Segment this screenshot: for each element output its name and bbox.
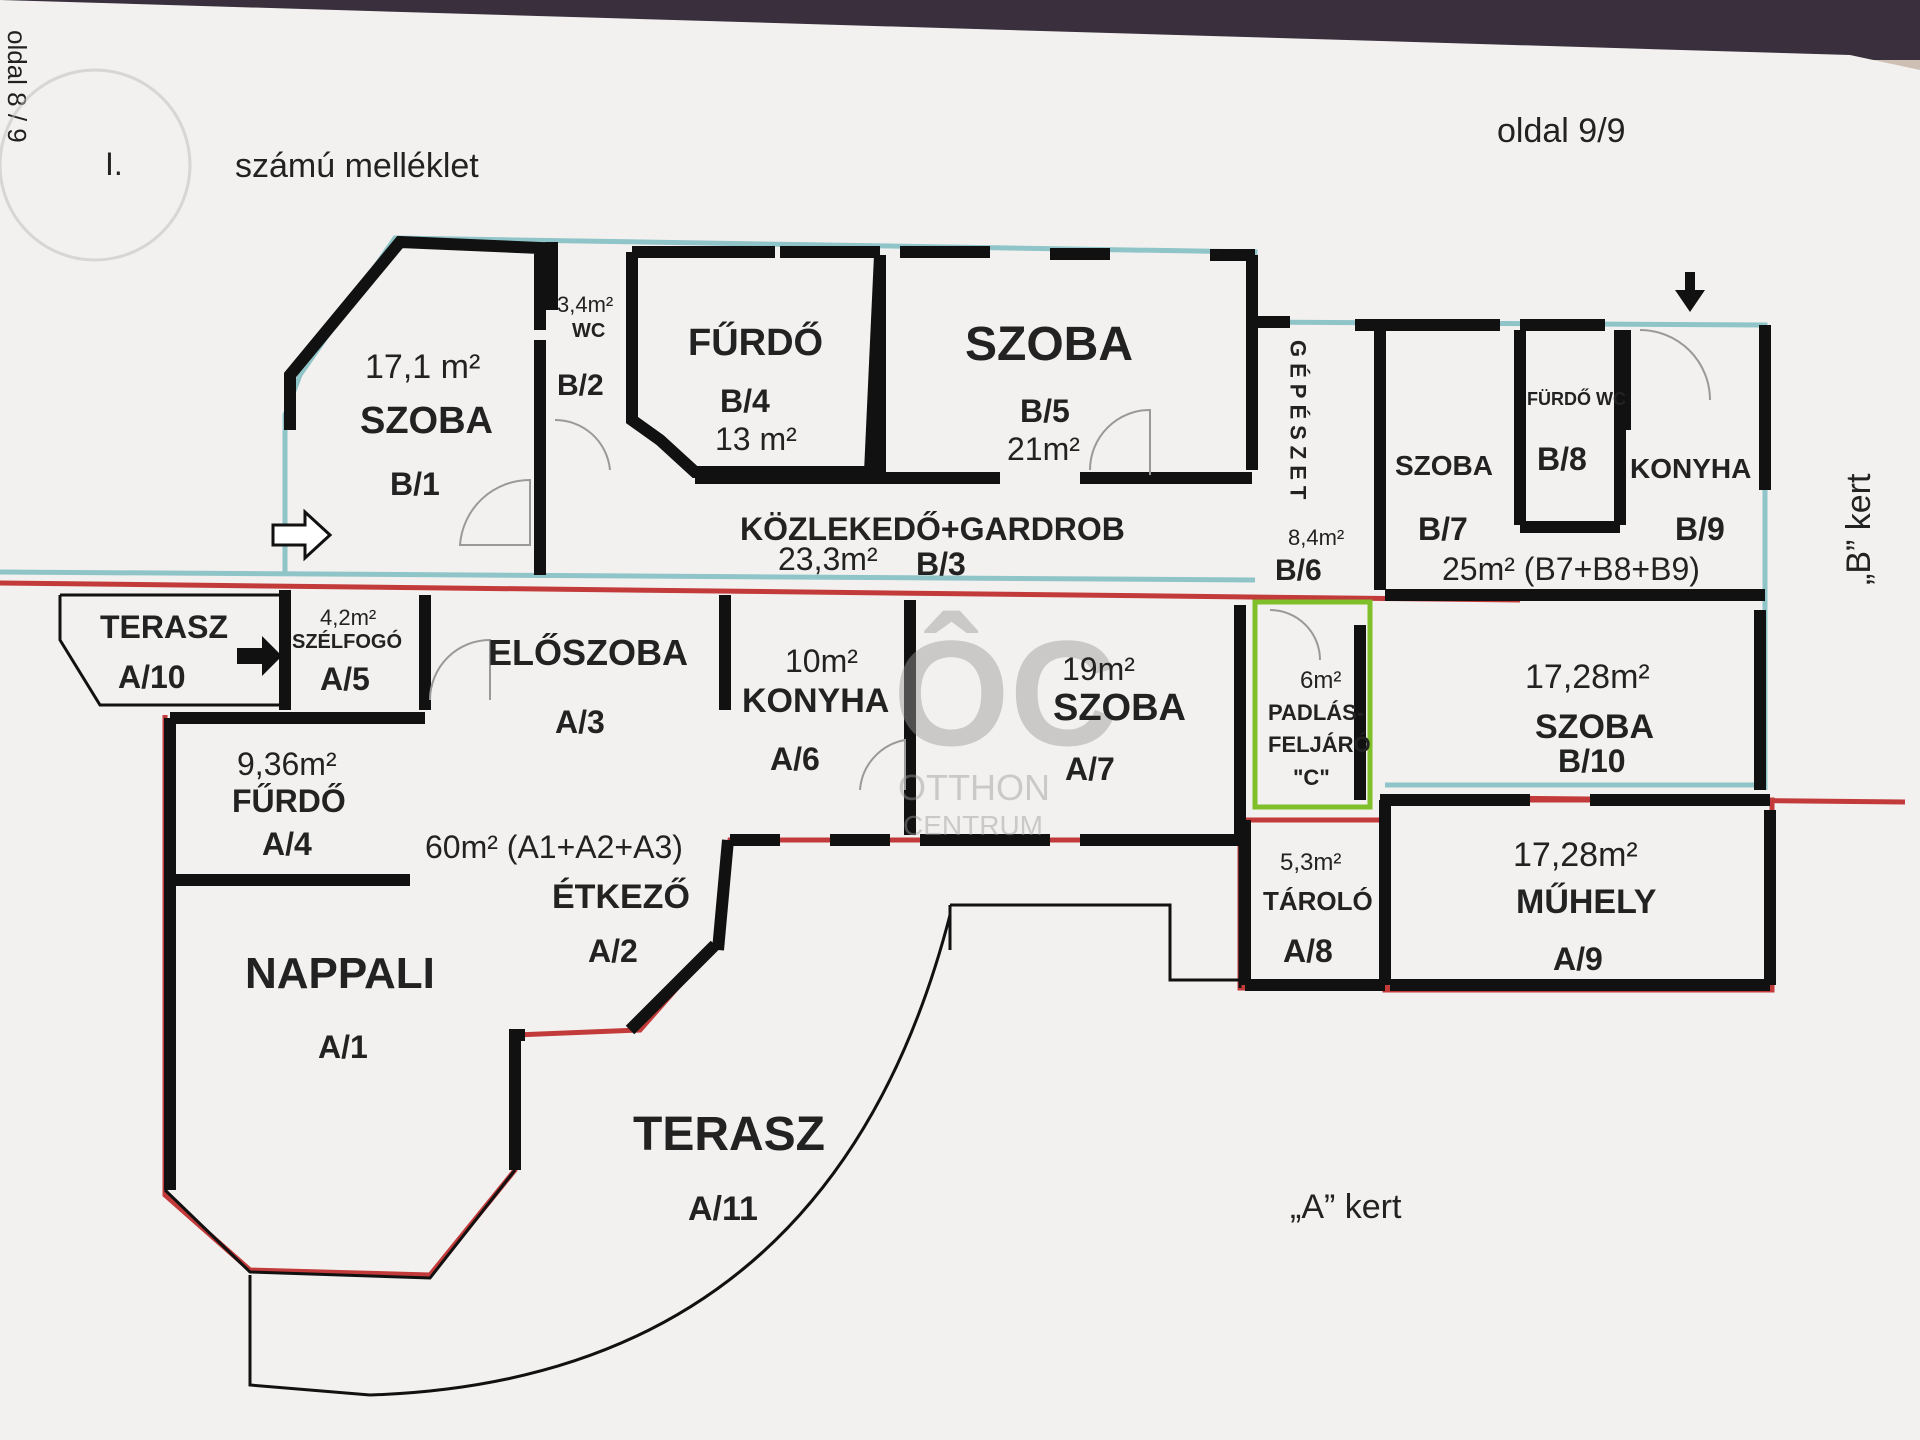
room-b9-code: B/9	[1675, 511, 1725, 547]
room-b6-area: 8,4m²	[1288, 525, 1344, 550]
stamp-circle	[0, 68, 192, 262]
watermark-logo: ÔC	[893, 609, 1118, 777]
room-a8-area: 5,3m²	[1280, 849, 1341, 876]
room-a1-name: NAPPALI	[245, 949, 435, 998]
room-b8-code: B/8	[1537, 441, 1587, 477]
annex-number: I.	[105, 146, 123, 182]
room-b1-code: B/1	[390, 466, 440, 502]
walls-a-building	[164, 590, 1776, 1190]
room-c-name2: FELJÁRÓ	[1268, 732, 1371, 757]
watermark-line1: OTTHON	[898, 767, 1050, 808]
side-page-note: oldal 8 / 9	[2, 30, 32, 143]
room-b3-area: 23,3m²	[778, 541, 878, 577]
page-number: oldal 9/9	[1497, 112, 1626, 150]
room-a4-name: FŰRDŐ	[232, 783, 346, 819]
room-b4-code: B/4	[720, 383, 770, 419]
room-b3-name: KÖZLEKEDŐ+GARDROB	[740, 511, 1125, 547]
room-a5-code: A/5	[320, 661, 370, 697]
room-b1-name: SZOBA	[360, 400, 493, 442]
annex-label: számú melléklet	[235, 147, 479, 185]
room-b2-code: B/2	[557, 369, 604, 402]
room-a8-name: TÁROLÓ	[1263, 886, 1373, 916]
room-a11-name: TERASZ	[633, 1108, 825, 1161]
room-b9-name: KONYHA	[1630, 453, 1751, 484]
room-b10-area: 17,28m²	[1525, 658, 1650, 696]
room-a4-area: 9,36m²	[237, 746, 337, 782]
room-a6-code: A/6	[770, 741, 820, 777]
room-b1-area: 17,1 m²	[365, 348, 480, 386]
room-b4-area: 13 m²	[715, 421, 797, 457]
room-a10-code: A/10	[118, 659, 186, 695]
room-a9-area: 17,28m²	[1513, 836, 1638, 874]
room-a6-area: 10m²	[785, 643, 858, 679]
room-b10-code: B/10	[1558, 743, 1626, 779]
room-a5-name: SZÉLFOGÓ	[292, 629, 402, 653]
room-b6-code: B/6	[1275, 554, 1322, 587]
room-b2-area: 3,4m²	[557, 292, 613, 317]
room-a5-area: 4,2m²	[320, 605, 376, 630]
room-b2-name: WC	[572, 320, 605, 342]
room-b7-code: B/7	[1418, 511, 1468, 547]
room-a7-name: SZOBA	[1053, 687, 1186, 729]
thin-walls	[58, 593, 1245, 1397]
room-c-name1: PADLÁS-	[1268, 700, 1364, 725]
watermark-line2: CENTRUM	[903, 810, 1043, 841]
room-a9-code: A/9	[1553, 941, 1603, 977]
c-room-outline	[1252, 599, 1373, 810]
room-c-area: 6m²	[1300, 667, 1341, 694]
room-a3-code: A/3	[555, 704, 605, 740]
room-a10-name: TERASZ	[100, 609, 228, 645]
garden-a-label: „A” kert	[1290, 1188, 1402, 1226]
room-b5-code: B/5	[1020, 393, 1070, 429]
room-a6-name: KONYHA	[742, 682, 889, 720]
walls-b-building	[284, 235, 1771, 790]
room-a7-code: A/7	[1065, 751, 1115, 787]
room-a2-name: ÉTKEZŐ	[552, 878, 690, 916]
room-a4-code: A/4	[262, 826, 312, 862]
room-b6-name: GÉPÉSZET	[1286, 340, 1311, 505]
door-swings	[429, 329, 1711, 791]
room-b789-area: 25m² (B7+B8+B9)	[1442, 551, 1700, 587]
room-a11-code: A/11	[688, 1190, 758, 1228]
room-a7-area: 19m²	[1062, 651, 1135, 687]
room-a2-code: A/2	[588, 933, 638, 969]
room-b4-name: FŰRDŐ	[688, 320, 823, 364]
room-a3-name: ELŐSZOBA	[488, 631, 688, 673]
room-b5-name: SZOBA	[965, 318, 1133, 371]
room-b7-name: SZOBA	[1395, 450, 1493, 481]
room-a9-name: MŰHELY	[1516, 883, 1657, 921]
room-b3-code: B/3	[916, 546, 966, 582]
room-a8-code: A/8	[1283, 933, 1333, 969]
room-a123-area: 60m² (A1+A2+A3)	[425, 829, 683, 865]
garden-b-label: „B” kert	[1840, 473, 1878, 585]
b-entrance-arrow-icon	[271, 508, 333, 562]
room-b8-name: FÜRDŐ WC	[1527, 388, 1626, 409]
room-b10-name: SZOBA	[1535, 708, 1654, 746]
a-entrance-arrow-icon	[237, 636, 282, 676]
room-c-code: "C"	[1293, 765, 1330, 790]
room-a1-code: A/1	[318, 1029, 368, 1065]
b-side-entrance-arrow-icon	[1675, 272, 1705, 312]
room-b5-area: 21m²	[1007, 431, 1080, 467]
